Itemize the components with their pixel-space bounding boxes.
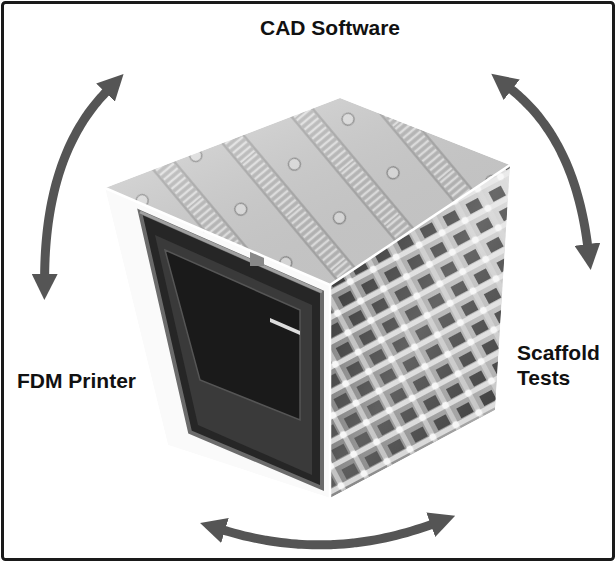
- cube-edge: [329, 285, 332, 498]
- stage-label: FDM Printer: [10, 300, 200, 530]
- scaffold-face: [330, 165, 510, 498]
- printer-face: [105, 188, 330, 498]
- printer-rim: [140, 212, 322, 292]
- photo-ground: [105, 188, 330, 498]
- stage-name: Scaffold Tests: [515, 340, 611, 390]
- cycle-arrow: [223, 524, 433, 545]
- stage-label: CAD Software: [118, 5, 542, 75]
- stage-label: Scaffold Tests: [455, 270, 610, 540]
- photo-glare: [330, 165, 510, 498]
- cycle-arrow: [510, 89, 588, 247]
- stage-name: FDM Printer: [15, 368, 138, 393]
- printer-body: [140, 212, 322, 488]
- frame-border: [3, 3, 614, 560]
- cycle-arrow: [45, 91, 107, 276]
- printer-panel: [155, 235, 312, 475]
- printer-window: [165, 250, 300, 420]
- stage-name: CAD Software: [258, 15, 402, 40]
- cube-edge: [105, 165, 510, 285]
- scaffold-mesh: [330, 165, 510, 498]
- printer-logo: [270, 318, 300, 335]
- scaffold-photo: [330, 165, 510, 498]
